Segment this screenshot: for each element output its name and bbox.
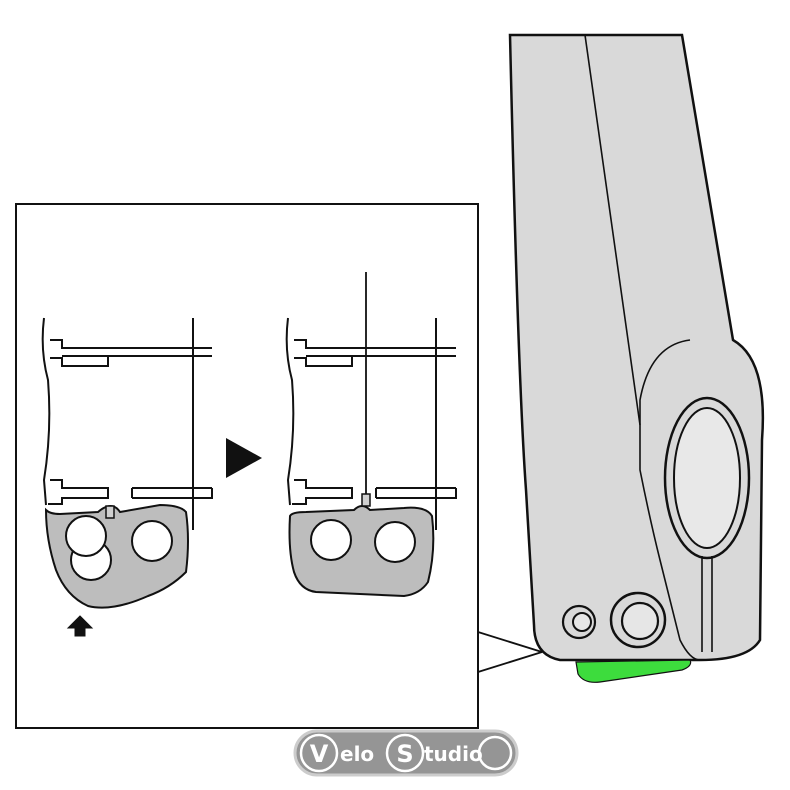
step-after	[285, 272, 457, 598]
safety-tab-highlight	[575, 659, 692, 683]
watermark-letter-v: V	[310, 740, 329, 768]
watermark-word-left: elo	[340, 742, 374, 766]
tab-hole-upper	[65, 515, 107, 557]
watermark-letter-s: S	[396, 740, 413, 768]
watermark-s-ring	[385, 733, 425, 773]
crank-arm	[508, 33, 765, 683]
upper-slot	[50, 339, 212, 367]
tab-pin	[361, 493, 371, 507]
next-step-arrow-icon	[226, 438, 262, 478]
pinch-bolt-small-inner	[572, 612, 592, 632]
crank-arm-body	[508, 33, 765, 662]
clamp-wall-left	[41, 317, 51, 506]
clamp-slit	[701, 556, 713, 652]
pinch-bolt-large-inner	[620, 601, 660, 641]
tab-hole-right	[131, 520, 173, 562]
up-arrow-icon	[66, 615, 94, 637]
lower-slot	[292, 479, 457, 505]
spindle-hole-inner	[673, 407, 741, 549]
callout-connector	[477, 631, 543, 673]
watermark-word-right: tudio	[424, 742, 483, 766]
watermark-o-ring	[477, 735, 513, 771]
upper-slot	[294, 339, 456, 367]
crank-arm-edge-line	[584, 34, 641, 426]
watermark-v-ring	[299, 733, 339, 773]
detail-inset	[15, 203, 479, 729]
crank-arm-boss-outline	[639, 339, 701, 661]
step-before	[41, 317, 213, 637]
tab-hole-right	[374, 521, 416, 563]
velostudio-watermark: V elo S tudio	[293, 729, 519, 777]
tab-hole-left	[310, 519, 352, 561]
lower-slot	[48, 479, 213, 505]
tab-pin	[105, 505, 115, 519]
clamp-wall-left	[285, 317, 295, 506]
